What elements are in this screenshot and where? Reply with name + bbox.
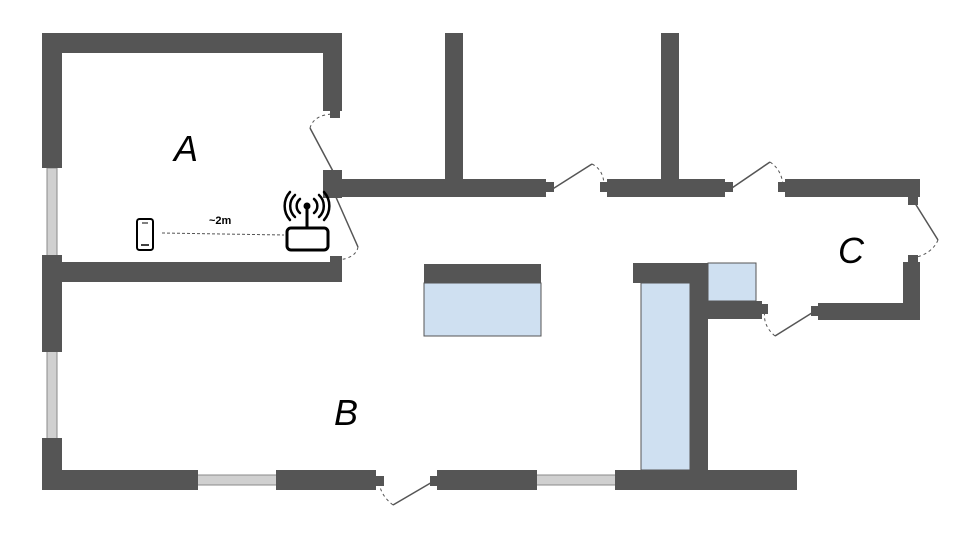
wifi-router-icon [283, 190, 331, 252]
wall-bottom-4 [615, 470, 797, 490]
window-left-upper [46, 167, 58, 261]
door-entrance [378, 480, 435, 506]
walls [42, 33, 920, 490]
wall-a-bottom [42, 262, 342, 282]
table-backrest [424, 264, 541, 283]
wall-bottom-3 [437, 470, 537, 490]
wall-a-right-upper [323, 33, 342, 111]
wall-corridor-jamb-3 [723, 182, 733, 192]
distance-line [161, 232, 285, 236]
doors [309, 113, 939, 506]
wall-corridor-1 [330, 179, 546, 197]
wall-a-door-jamb-top [330, 108, 340, 118]
wall-corridor-2 [607, 179, 725, 197]
wall-bottom-jamb-1 [374, 476, 384, 486]
window-left-lower [46, 349, 58, 441]
wall-corridor-jamb-1 [544, 182, 554, 192]
cabinet-tall [640, 282, 691, 471]
wall-left-middle [42, 255, 62, 352]
wall-corridor-jamb-4 [778, 182, 788, 192]
wall-center-ledge [690, 301, 762, 319]
wall-c-bottom [818, 303, 920, 320]
wall-a-left [42, 33, 62, 168]
wall-a-door-jamb-bottom [330, 256, 342, 266]
wall-center-divider [690, 263, 708, 473]
distance-label: ~2m [209, 215, 232, 227]
window-bottom-right [534, 474, 618, 486]
furniture [423, 262, 757, 471]
door-a-lower [334, 194, 359, 261]
wall-center-jamb [760, 304, 768, 314]
wall-corridor-3 [785, 179, 920, 197]
window-bottom-left [195, 474, 279, 486]
wall-a-top [42, 33, 342, 53]
wall-c-jamb-right-bottom [908, 255, 918, 265]
door-c-right [912, 199, 939, 259]
wall-bottom-2 [276, 470, 376, 490]
wall-partition-2 [661, 33, 679, 181]
cabinet-small [707, 262, 757, 302]
wall-bottom-jamb-2 [430, 476, 440, 486]
room-c-label: C [838, 230, 865, 271]
room-a-label: A [172, 128, 198, 169]
door-c-bottom [764, 309, 816, 337]
door-corridor-1 [550, 163, 605, 191]
wall-bottom-1 [42, 470, 198, 490]
wall-center-top [633, 263, 708, 283]
door-corridor-2 [728, 161, 784, 191]
wall-partition-1 [445, 33, 463, 181]
smartphone-icon [136, 218, 154, 251]
wall-corridor-jamb-2 [600, 182, 610, 192]
door-a-upper [309, 113, 336, 176]
room-b-label: B [334, 392, 358, 433]
wall-c-jamb-bottom [811, 306, 821, 316]
table-surface [423, 282, 542, 337]
